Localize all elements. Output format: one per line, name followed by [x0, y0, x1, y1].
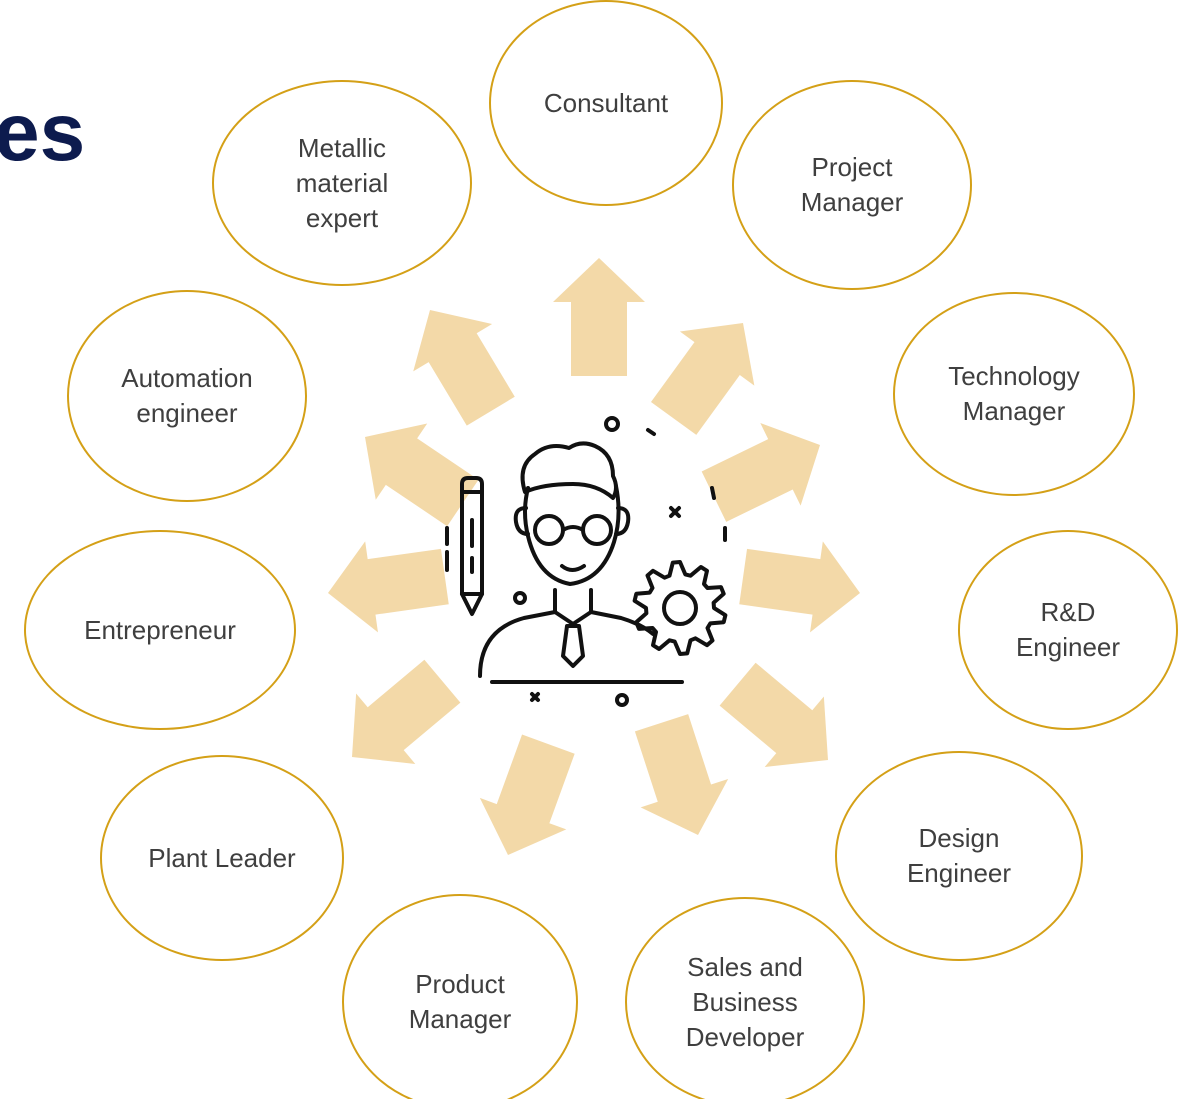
gear-outline: [632, 560, 728, 656]
role-rd-engineer: R&D Engineer: [958, 530, 1178, 730]
role-label: Entrepreneur: [84, 614, 236, 645]
role-label: Automation engineer: [121, 363, 253, 428]
arrow-to-metallic-material-expert: [413, 310, 515, 426]
role-label: R&D Engineer: [1015, 597, 1121, 662]
role-project-manager: Project Manager: [732, 80, 972, 290]
arrow-to-product-manager: [479, 734, 575, 855]
role-label: Technology Manager: [948, 361, 1080, 426]
role-label: Project Manager: [800, 152, 904, 217]
arrow-to-project-manager: [650, 323, 755, 435]
role-label: Sales and Business Developer: [685, 951, 805, 1052]
arrow-to-consultant: [553, 258, 645, 376]
arrow-to-design-engineer: [719, 662, 828, 767]
arrow-to-entrepreneur: [328, 541, 449, 633]
arrow-to-plant-leader: [352, 659, 461, 764]
role-product-manager: Product Manager: [342, 894, 578, 1099]
arrow-to-sales-business-developer: [634, 714, 729, 835]
role-label: Metallic material expert: [295, 132, 389, 233]
arrow-to-rd-engineer: [739, 541, 860, 633]
slide-title-fragment: es: [0, 87, 86, 178]
gear-icon: [632, 560, 728, 656]
role-automation-engineer: Automation engineer: [67, 290, 307, 502]
role-label: Design Engineer: [906, 823, 1012, 888]
role-plant-leader: Plant Leader: [100, 755, 344, 961]
arrows-group: [328, 258, 860, 855]
role-metallic-material-expert: Metallic material expert: [212, 80, 472, 286]
arrow-to-automation-engineer: [365, 423, 479, 527]
role-sales-business-developer: Sales and Business Developer: [625, 897, 865, 1099]
role-design-engineer: Design Engineer: [835, 751, 1083, 961]
role-technology-manager: Technology Manager: [893, 292, 1135, 496]
arrow-to-technology-manager: [701, 422, 820, 522]
role-label: Consultant: [543, 87, 669, 118]
engineer-with-glasses-pencil-gear-icon: [445, 416, 728, 707]
role-entrepreneur: Entrepreneur: [24, 530, 296, 730]
role-label: Plant Leader: [148, 842, 296, 873]
role-consultant: Consultant: [489, 0, 723, 206]
role-label: Product Manager: [408, 969, 512, 1034]
